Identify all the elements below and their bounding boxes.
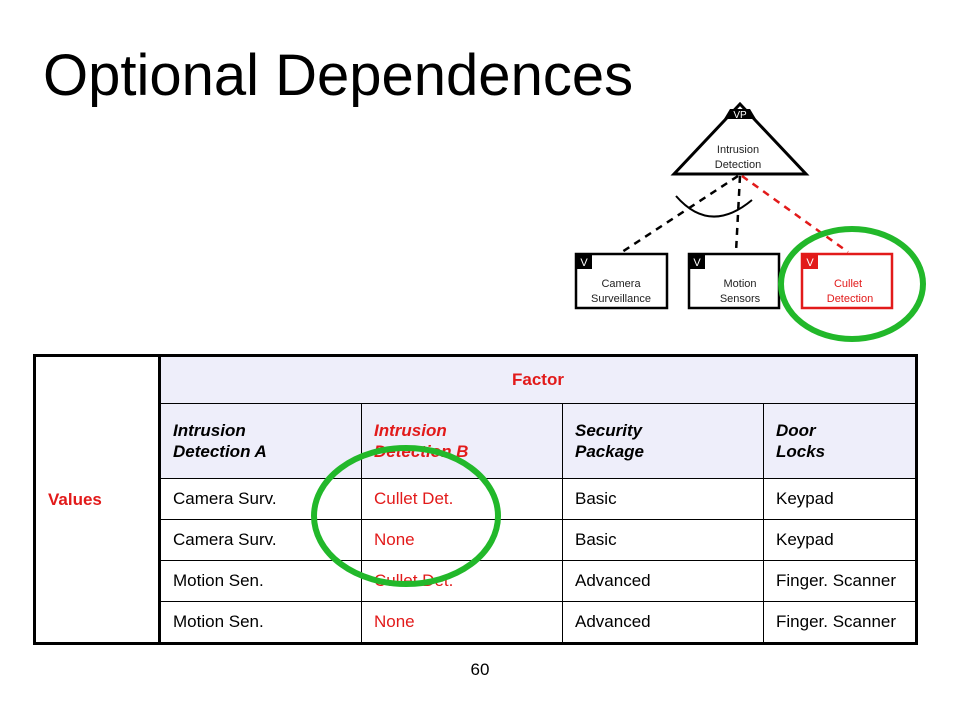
variant-label-camera-line2: Surveillance xyxy=(591,293,651,305)
table-cell: Keypad xyxy=(763,478,917,520)
table-cell: Keypad xyxy=(763,519,917,561)
header-door-locks: Door Locks xyxy=(763,403,917,479)
variant-badge-motion: V xyxy=(693,257,701,269)
page-number: 60 xyxy=(470,660,490,679)
header-intrusion-a: Intrusion Detection A xyxy=(159,403,362,479)
vp-triangle xyxy=(670,101,810,176)
table-cell: Basic xyxy=(562,478,764,520)
variant-badge-shape-camera xyxy=(576,254,592,269)
table-cell: Finger. Scanner xyxy=(763,601,917,644)
variant-badge-camera: V xyxy=(580,257,588,269)
dependency-line-camera xyxy=(621,174,739,254)
dependency-line-motion xyxy=(734,175,742,253)
header-door-locks-line1: Door xyxy=(776,420,816,440)
header-security-package-line1: Security xyxy=(575,420,643,440)
header-intrusion-b: Intrusion Detection B xyxy=(361,403,563,479)
slide-title: Optional Dependences xyxy=(43,43,634,108)
variant-label-motion-line2: Sensors xyxy=(720,293,761,305)
vp-label-line2: Detection xyxy=(715,159,761,171)
header-row: Intrusion Detection A Intrusion Detectio… xyxy=(35,403,917,479)
table-cell: Advanced xyxy=(562,560,764,602)
table-cell: Motion Sen. xyxy=(159,560,362,602)
variant-label-cullet-line1: Cullet xyxy=(834,278,862,290)
header-door-locks-line2: Locks xyxy=(776,442,826,461)
variant-badge-cullet: V xyxy=(806,257,814,269)
table-row: Motion Sen. None Advanced Finger. Scanne… xyxy=(35,601,917,644)
header-intrusion-a-line2: Detection A xyxy=(173,442,267,461)
table-cell: Cullet Det. xyxy=(361,478,563,520)
table-cell: Advanced xyxy=(562,601,764,644)
vp-label-line1: Intrusion xyxy=(717,144,759,156)
table-cell: Camera Surv. xyxy=(159,519,362,561)
table-row: Camera Surv. Cullet Det. Basic Keypad xyxy=(35,478,917,520)
values-label: Values xyxy=(34,355,161,644)
table-row: Camera Surv. None Basic Keypad xyxy=(35,519,917,561)
variant-badge-shape-cullet xyxy=(802,254,818,269)
header-intrusion-b-line1: Intrusion xyxy=(374,420,447,440)
alternative-arc xyxy=(675,195,753,218)
table-cell: Finger. Scanner xyxy=(763,560,917,602)
table-cell: Basic xyxy=(562,519,764,561)
variant-label-cullet-line2: Detection xyxy=(827,293,873,305)
variant-label-camera-line1: Camera xyxy=(601,278,641,290)
vp-badge-shape xyxy=(724,109,756,119)
table-cell: None xyxy=(361,601,563,644)
factor-table: Values Factor Intrusion Detection A Intr… xyxy=(33,354,918,645)
factor-header: Factor xyxy=(159,355,917,404)
variant-label-motion-line1: Motion xyxy=(723,278,756,290)
variant-box-motion xyxy=(687,252,781,310)
header-intrusion-a-line1: Intrusion xyxy=(173,420,246,440)
vp-badge: VP xyxy=(733,110,747,121)
highlight-circle-cullet xyxy=(778,226,926,342)
table-row: Motion Sen. Cullet Det. Advanced Finger.… xyxy=(35,560,917,602)
dependency-line-cullet xyxy=(741,174,849,254)
header-security-package-line2: Package xyxy=(575,442,644,461)
header-security-package: Security Package xyxy=(562,403,764,479)
table-cell: Cullet Det. xyxy=(361,560,563,602)
table-cell: None xyxy=(361,519,563,561)
header-intrusion-b-line2: Detection B xyxy=(374,442,469,461)
table-cell: Camera Surv. xyxy=(159,478,362,520)
variant-badge-shape-motion xyxy=(689,254,705,269)
table-cell: Motion Sen. xyxy=(159,601,362,644)
